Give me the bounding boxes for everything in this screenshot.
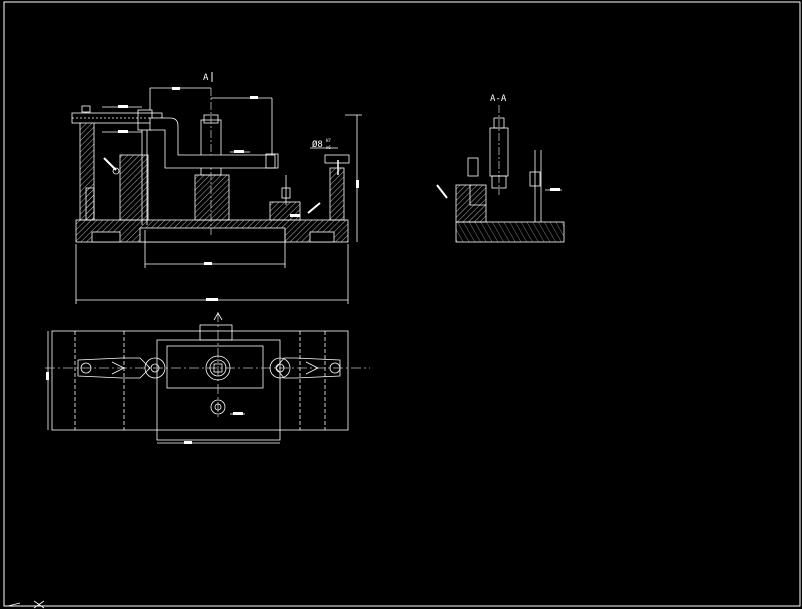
- arm-right: [275, 357, 341, 379]
- lower-bolt: [210, 399, 226, 415]
- section-view-title: A-A: [490, 94, 507, 104]
- dimension-labels: [118, 87, 359, 301]
- arm-left: [77, 357, 151, 379]
- section-base: [455, 221, 565, 243]
- section-marker-label: A: [203, 73, 209, 83]
- section-lever: [436, 184, 448, 199]
- ucs-icon: [7, 600, 45, 609]
- top-center-plate: [156, 339, 281, 441]
- clamp-arm: [149, 117, 276, 169]
- front-view: [71, 72, 362, 304]
- top-view: [45, 312, 370, 444]
- right-column: [329, 167, 345, 221]
- clamp-block-right: [269, 201, 301, 221]
- lever-right: [307, 202, 321, 214]
- tolerance-top-label: H7: [326, 138, 331, 143]
- section-view: [436, 105, 565, 243]
- lever-left: [103, 157, 117, 171]
- tolerance-bottom-label: n6: [326, 145, 331, 150]
- clamp-block-left: [119, 154, 149, 221]
- section-dim-labels: [550, 188, 560, 191]
- center-bolt: [205, 355, 231, 381]
- center-block: [194, 174, 230, 221]
- drawing-border: [3, 1, 801, 607]
- bore-diameter-label: Ø8: [312, 140, 323, 150]
- top-dim-labels: [46, 372, 243, 444]
- section-bracket: [455, 184, 487, 223]
